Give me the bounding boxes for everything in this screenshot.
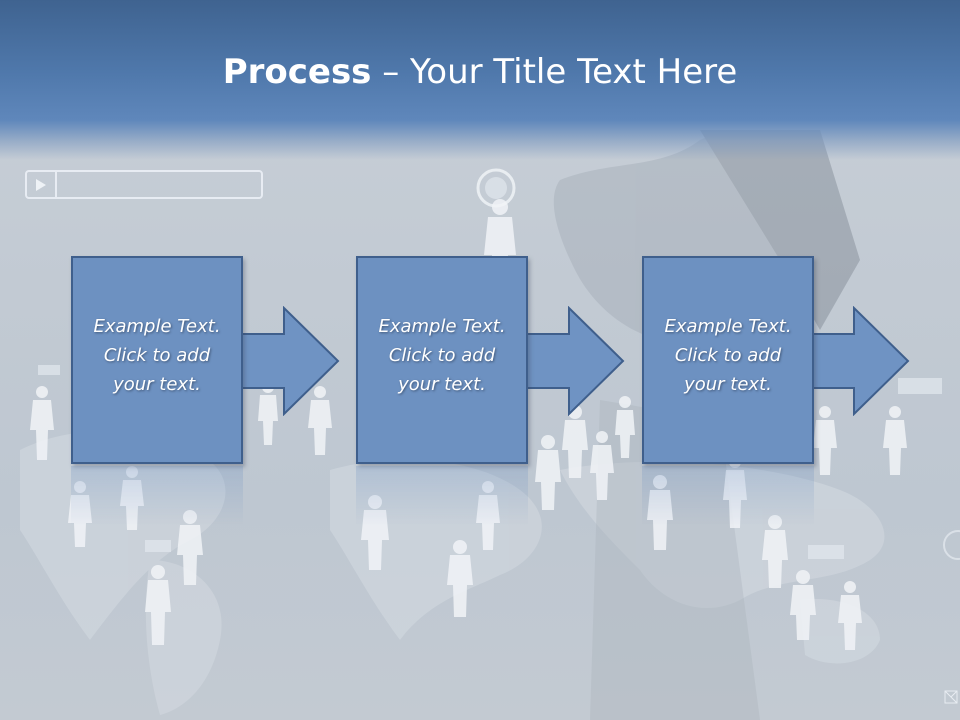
small-envelope-icon xyxy=(944,690,958,704)
process-reflection-2 xyxy=(356,466,528,526)
slide-title[interactable]: Process – Your Title Text Here xyxy=(0,52,960,92)
process-text-1[interactable]: Example Text. Click to add your text. xyxy=(93,316,221,395)
process-box-1[interactable]: Example Text. Click to add your text. xyxy=(71,256,243,464)
process-arrow-2[interactable] xyxy=(525,306,625,416)
process-box-3[interactable]: Example Text. Click to add your text. xyxy=(642,256,814,464)
process-reflection-3 xyxy=(642,466,814,526)
play-cell xyxy=(27,172,57,197)
process-text-2[interactable]: Example Text. Click to add your text. xyxy=(378,316,506,395)
media-bar xyxy=(25,170,263,199)
process-reflection-1 xyxy=(71,466,243,526)
process-text-3[interactable]: Example Text. Click to add your text. xyxy=(664,316,792,395)
title-rest: – Your Title Text Here xyxy=(371,52,738,92)
people-silhouettes xyxy=(30,199,907,650)
play-icon xyxy=(36,179,46,191)
process-arrow-3[interactable] xyxy=(810,306,910,416)
process-box-2[interactable]: Example Text. Click to add your text. xyxy=(356,256,528,464)
process-arrow-1[interactable] xyxy=(240,306,340,416)
floating-panels xyxy=(38,365,942,559)
header-band xyxy=(0,0,960,160)
title-strong: Process xyxy=(222,52,372,92)
